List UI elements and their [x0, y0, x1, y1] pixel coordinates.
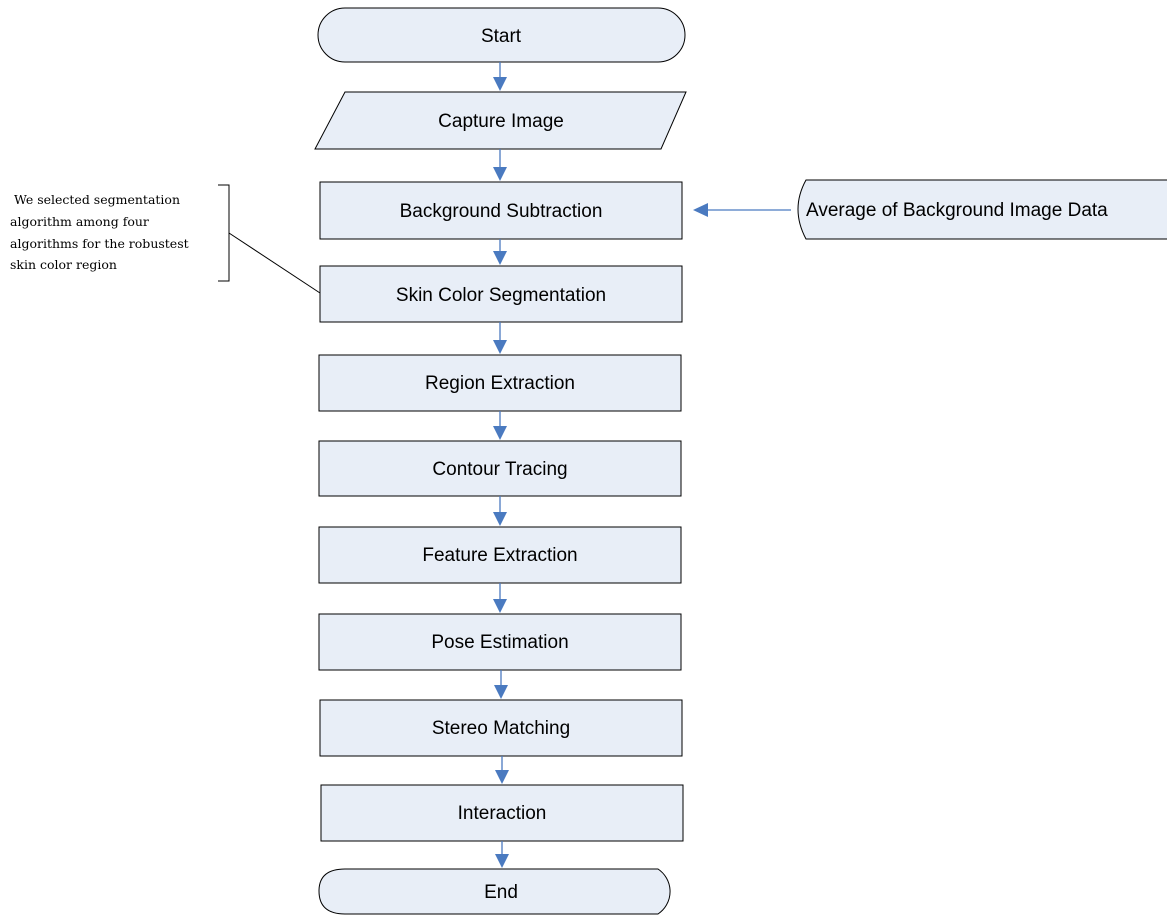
feature-extraction-label: Feature Extraction [422, 545, 577, 566]
stereo-matching-label: Stereo Matching [432, 718, 570, 739]
end-node[interactable]: End [318, 868, 671, 915]
arrow-stereo-to-interaction [495, 756, 509, 784]
arrow-pose-to-stereo [494, 670, 508, 699]
background-subtraction-label: Background Subtraction [400, 201, 603, 222]
annotation: We selected segmentation algorithm among… [10, 184, 321, 294]
region-extraction-node[interactable]: Region Extraction [318, 354, 682, 412]
capture-image-label: Capture Image [438, 111, 564, 132]
arrow-interaction-to-end [495, 841, 509, 868]
contour-tracing-label: Contour Tracing [432, 459, 567, 480]
arrow-background-to-skin [493, 239, 507, 265]
flow-connectors [493, 62, 791, 868]
region-extraction-label: Region Extraction [425, 373, 575, 394]
arrow-feature-to-pose [493, 583, 507, 613]
arrow-average-to-background [693, 203, 791, 217]
stereo-matching-node[interactable]: Stereo Matching [319, 699, 683, 757]
arrow-start-to-capture [493, 62, 507, 91]
arrow-capture-to-background [493, 149, 507, 181]
pose-estimation-label: Pose Estimation [431, 632, 568, 653]
start-node[interactable]: Start [317, 7, 686, 63]
annotation-leader-line [228, 232, 321, 294]
annotation-line-4: skin color region [10, 257, 117, 272]
skin-color-segmentation-label: Skin Color Segmentation [396, 285, 606, 306]
interaction-node[interactable]: Interaction [320, 784, 684, 842]
feature-extraction-node[interactable]: Feature Extraction [318, 526, 682, 584]
annotation-line-2: algorithm among four [10, 214, 149, 229]
arrow-skin-to-region [493, 322, 507, 354]
start-label: Start [481, 26, 522, 47]
background-subtraction-node[interactable]: Background Subtraction [319, 181, 683, 240]
interaction-label: Interaction [458, 803, 547, 824]
end-label: End [484, 882, 518, 903]
average-background-label: Average of Background Image Data [806, 200, 1108, 221]
annotation-line-1: We selected segmentation [14, 192, 180, 207]
annotation-bracket [218, 184, 230, 282]
pose-estimation-node[interactable]: Pose Estimation [318, 613, 682, 671]
arrow-contour-to-feature [493, 496, 507, 526]
skin-color-segmentation-node[interactable]: Skin Color Segmentation [319, 265, 683, 323]
contour-tracing-node[interactable]: Contour Tracing [318, 440, 682, 497]
average-background-node[interactable]: Average of Background Image Data [797, 179, 1167, 240]
capture-image-node[interactable]: Capture Image [314, 91, 687, 150]
arrow-region-to-contour [493, 411, 507, 440]
annotation-line-3: algorithms for the robustest [10, 236, 189, 251]
